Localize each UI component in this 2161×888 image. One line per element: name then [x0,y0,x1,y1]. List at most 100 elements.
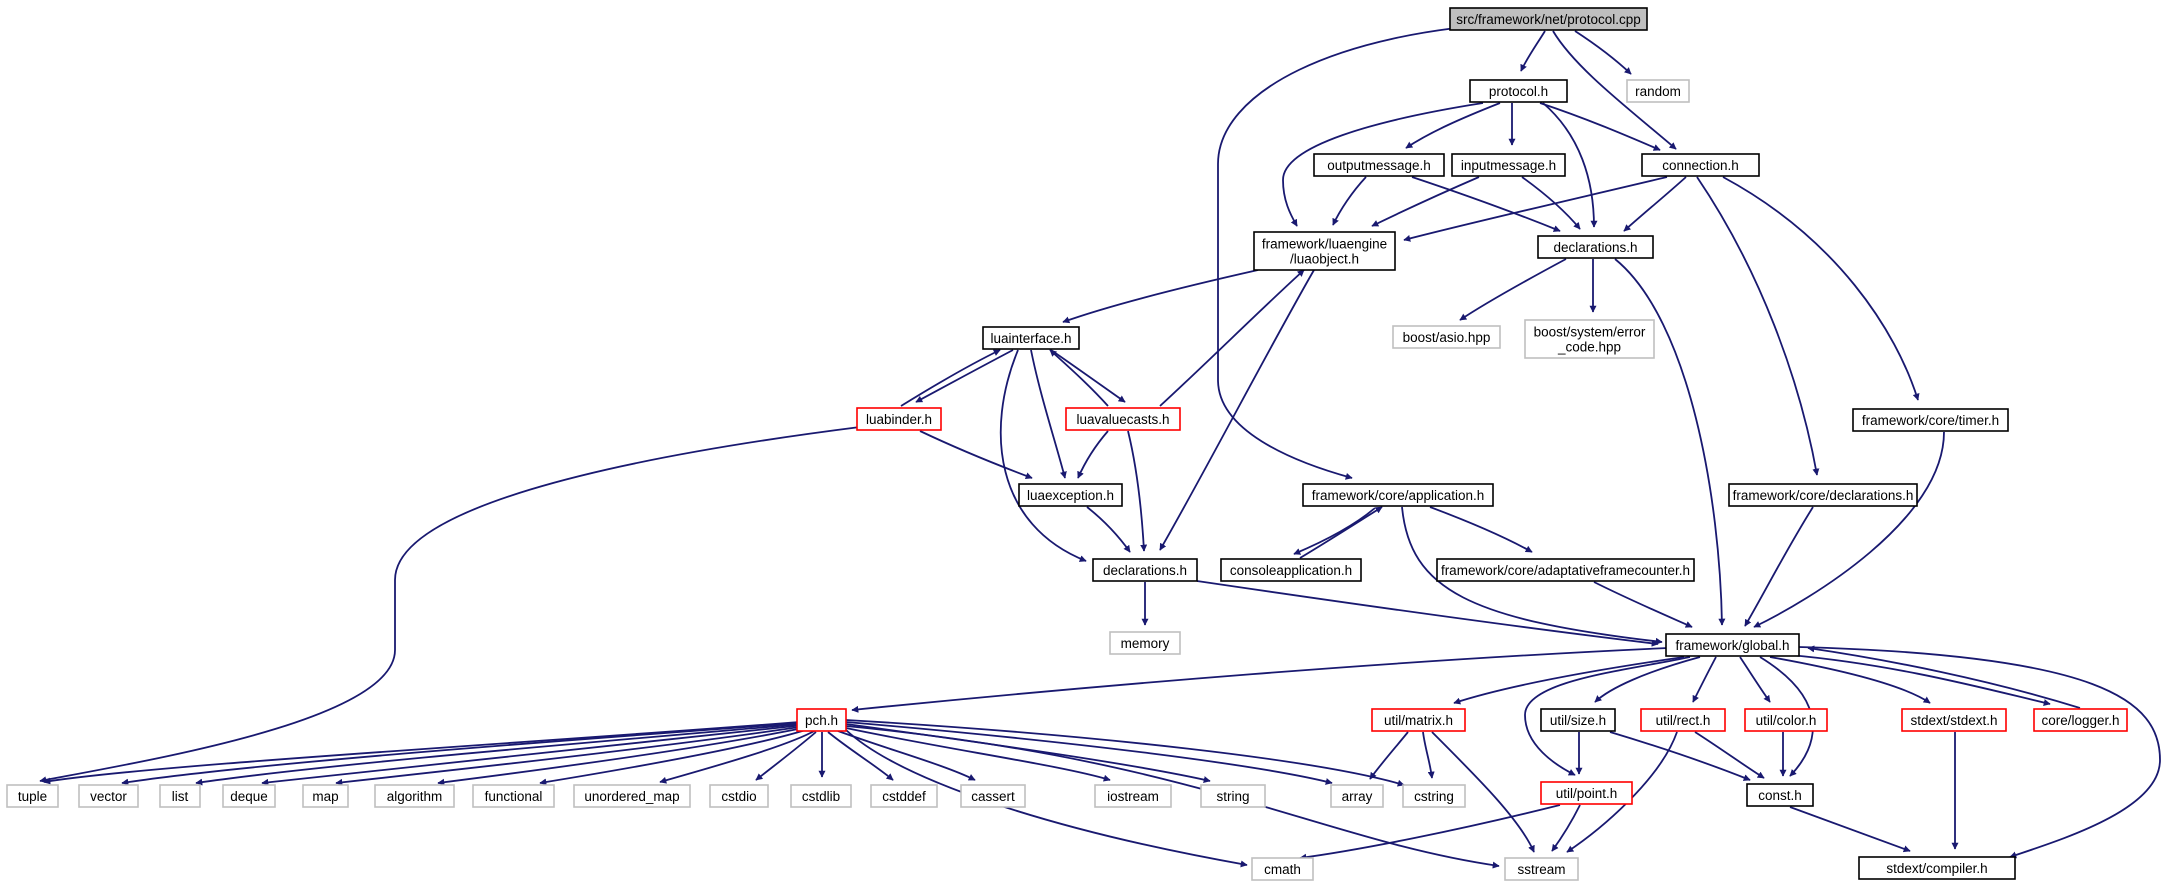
node-stdext_stdext_h[interactable]: stdext/stdext.h [1901,708,2007,732]
node-inputmessage_h[interactable]: inputmessage.h [1451,153,1566,177]
node-label: protocol.h [1489,84,1548,99]
edges-layer [39,22,2161,869]
node-label: array [1342,789,1373,804]
node-util_size_h[interactable]: util/size.h [1540,708,1616,732]
edge-net_declarations_h-to-boost_asio [1459,258,1567,321]
node-label: boost/asio.hpp [1403,330,1491,345]
node-cstdio: cstdio [709,784,769,808]
edge-luainterface_h-to-luavaluecasts_h [1050,349,1126,403]
node-label: unordered_map [584,789,679,804]
node-box [1065,407,1181,431]
node-box [472,784,555,808]
node-box [1251,857,1314,881]
node-vector: vector [78,784,139,808]
node-box [870,784,938,808]
edge-global_h-to-util_matrix_h [1453,656,1685,705]
edge-core_timer_h-to-global_h [1753,431,1945,628]
node-pch_h[interactable]: pch.h [796,708,847,732]
node-protocol_h[interactable]: protocol.h [1469,79,1568,103]
node-util_color_h[interactable]: util/color.h [1744,708,1828,732]
edge-global_h-to-pch_h [851,647,1669,713]
node-lua_declarations_h[interactable]: declarations.h [1092,558,1198,582]
node-label: string [1216,789,1249,804]
node-label: stdext/compiler.h [1886,861,1987,876]
node-label: inputmessage.h [1461,158,1556,173]
node-label: random [1635,84,1681,99]
node-label: pch.h [805,713,838,728]
node-label: util/size.h [1550,713,1606,728]
node-net_declarations_h[interactable]: declarations.h [1537,235,1654,259]
edge-pch_h-to-map [335,725,807,786]
edge-pch_h-to-array [845,721,1333,785]
node-luabinder_h[interactable]: luabinder.h [856,407,942,431]
edge-luainterface_h-to-lua_declarations_h [999,349,1087,562]
node-const_h[interactable]: const.h [1746,783,1814,807]
edge-global_h-to-util_color_h [1739,656,1771,703]
node-core_application_h[interactable]: framework/core/application.h [1302,483,1494,507]
node-consoleapplication_h[interactable]: consoleapplication.h [1220,558,1362,582]
node-box [1402,784,1466,808]
edge-connection_h-to-luaobject_h [1403,176,1668,242]
node-cstring: cstring [1402,784,1466,808]
node-array: array [1330,784,1384,808]
edge-pch_h-to-functional [539,727,813,786]
node-stdext_compiler_h[interactable]: stdext/compiler.h [1858,856,2016,880]
node-label: util/matrix.h [1384,713,1453,728]
edge-luavaluecasts_h-to-luainterface_h [1049,349,1109,407]
node-box [1018,483,1123,507]
node-core_declarations_h[interactable]: framework/core/declarations.h [1728,483,1918,507]
node-luaobject_h[interactable]: framework/luaengine/luaobject.h [1253,231,1396,271]
edge-util_size_h-to-const_h [1609,731,1751,781]
node-box [1313,153,1445,177]
node-unordered_map: unordered_map [573,784,691,808]
edge-connection_h-to-core_timer_h [1722,176,1920,401]
edge-util_point_h-to-sstream [1551,804,1581,852]
node-protocol_cpp[interactable]: src/framework/net/protocol.cpp [1449,7,1648,31]
edge-luavaluecasts_h-to-lua_declarations_h [1127,430,1148,552]
edge-connection_h-to-net_declarations_h [1623,176,1687,232]
edge-core_application_h-to-adaptativeframecounter_h [1429,506,1533,553]
edge-pch_h-to-algorithm [437,726,809,786]
edge-core_logger_h-to-global_h [1807,645,2081,709]
node-map: map [302,784,349,808]
node-outputmessage_h[interactable]: outputmessage.h [1313,153,1445,177]
node-label: connection.h [1662,158,1739,173]
node-global_h[interactable]: framework/global.h [1665,633,1800,657]
node-luaexception_h[interactable]: luaexception.h [1018,483,1123,507]
node-label: luaexception.h [1027,488,1114,503]
node-label: _code.hpp [1557,340,1621,355]
node-box [1852,408,2009,432]
edge-core_application_h-to-consoleapplication_h [1293,507,1376,555]
edge-outputmessage_h-to-luaobject_h [1332,176,1367,226]
node-cstdlib: cstdlib [790,784,852,808]
edge-global_h-to-util_size_h [1594,656,1701,703]
node-util_point_h[interactable]: util/point.h [1540,781,1633,805]
node-connection_h[interactable]: connection.h [1641,153,1760,177]
node-box [1392,325,1501,349]
edge-global_h-to-util_point_h [1524,656,1691,776]
edge-connection_h-to-core_declarations_h [1696,176,1820,476]
node-label: list [172,789,189,804]
node-label: functional [485,789,543,804]
node-label: deque [230,789,268,804]
node-label: declarations.h [1553,240,1637,255]
node-box [1537,235,1654,259]
node-box [1302,483,1494,507]
node-core_timer_h[interactable]: framework/core/timer.h [1852,408,2009,432]
node-label: vector [90,789,127,804]
node-box [1540,781,1633,805]
node-adaptativeframecounter_h[interactable]: framework/core/adaptativeframecounter.h [1436,558,1695,582]
node-algorithm: algorithm [374,784,455,808]
node-box [1200,784,1266,808]
node-label: cstdlib [802,789,840,804]
edge-util_matrix_h-to-sstream [1431,731,1535,853]
edge-pch_h-to-list [195,723,803,786]
node-core_logger_h[interactable]: core/logger.h [2033,708,2128,732]
edge-pch_h-to-cstring [845,719,1405,787]
edge-global_h-to-util_rect_h [1692,656,1717,703]
node-util_matrix_h[interactable]: util/matrix.h [1371,708,1466,732]
node-luavaluecasts_h[interactable]: luavaluecasts.h [1065,407,1181,431]
node-luainterface_h[interactable]: luainterface.h [982,326,1080,350]
node-box [1253,231,1396,271]
node-util_rect_h[interactable]: util/rect.h [1640,708,1726,732]
